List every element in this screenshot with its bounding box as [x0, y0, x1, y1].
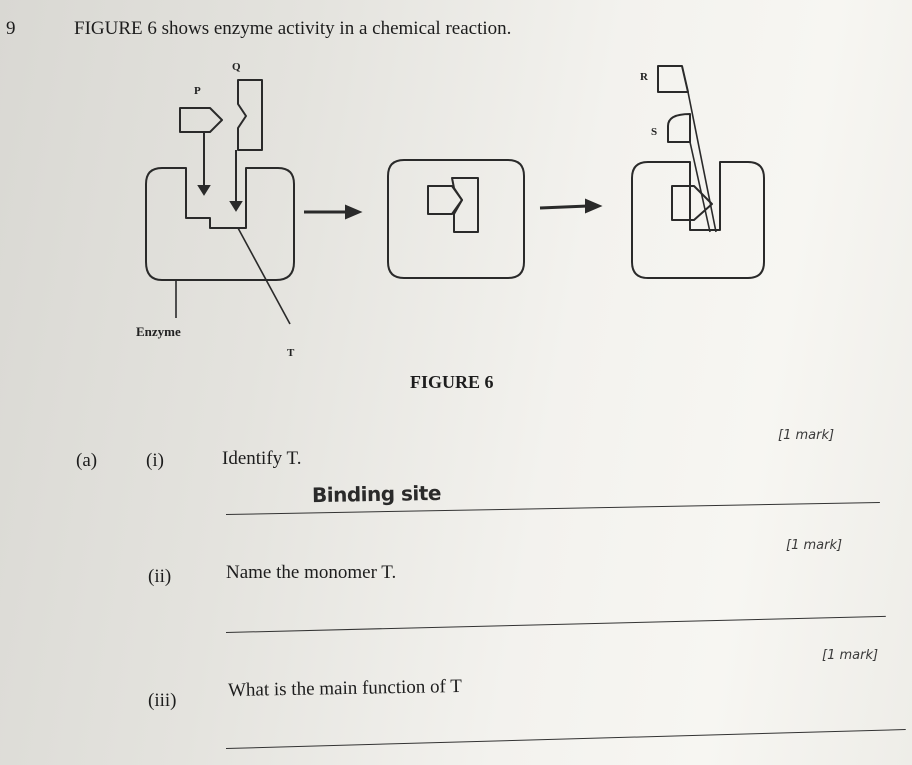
- marks-iii: [1 mark]: [822, 648, 879, 663]
- label-t: T: [287, 347, 295, 359]
- question-iii-text: What is the main function of T: [227, 675, 463, 702]
- question-number: 9: [6, 18, 16, 39]
- question-intro: FIGURE 6 shows enzyme activity in a chem…: [74, 18, 512, 39]
- substrate-q: [237, 79, 263, 151]
- answer-i-handwritten: Binding site: [311, 480, 442, 508]
- question-ii-text: Name the monomer T.: [226, 562, 397, 583]
- enzyme-1-shape: [145, 167, 295, 281]
- label-s: S: [651, 126, 657, 138]
- product-s: [667, 113, 691, 143]
- part-ii-label: (ii): [148, 566, 172, 587]
- question-i-text: Identify T.: [222, 448, 302, 469]
- label-q: Q: [232, 61, 241, 73]
- product-r: [657, 65, 689, 93]
- enzyme-2-shape: [387, 159, 525, 279]
- label-r: R: [640, 71, 649, 83]
- part-i-label: (i): [146, 450, 164, 471]
- label-p: P: [194, 85, 201, 97]
- part-iii-label: (iii): [148, 690, 177, 711]
- figure-caption: FIGURE 6: [410, 372, 494, 392]
- label-enzyme: Enzyme: [136, 324, 181, 339]
- substrate-p: [179, 107, 223, 133]
- enzyme-3-shape: [631, 161, 765, 279]
- marks-ii: [1 mark]: [786, 538, 843, 553]
- part-a-label: (a): [76, 450, 98, 471]
- marks-i: [1 mark]: [778, 428, 835, 443]
